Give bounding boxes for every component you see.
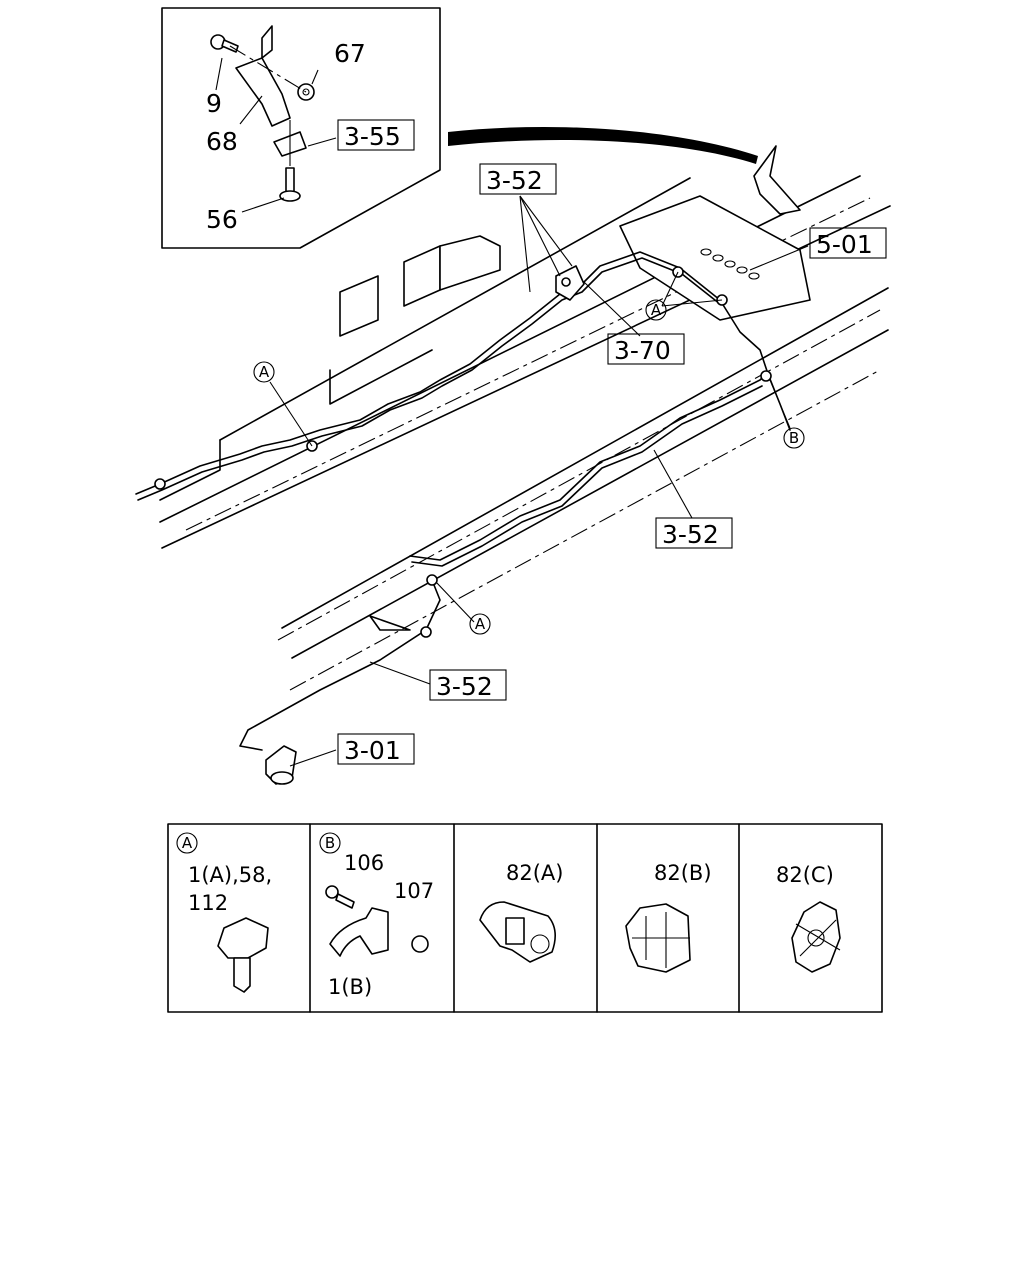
callout-56: 56 — [206, 205, 238, 234]
callout-labels: 9 67 68 3-55 56 3-52 5-01 3-70 3-52 3-52… — [206, 39, 887, 765]
circle-markers: A A A B — [253, 299, 805, 635]
hose-icon — [265, 745, 297, 785]
clip-1a-icon — [217, 917, 269, 993]
bracket-68-icon — [235, 25, 291, 127]
callout-3-52-mid: 3-52 — [662, 520, 719, 549]
svg-text:A: A — [651, 301, 662, 319]
svg-text:A: A — [182, 834, 193, 852]
legend-a-line2: 112 — [188, 891, 228, 915]
crossmember-holes — [700, 248, 760, 280]
clip-82a-icon — [479, 901, 556, 963]
valve-icon — [555, 265, 585, 301]
legend-82c: 82(C) — [776, 863, 834, 887]
clamp-1b-icon — [325, 885, 429, 957]
callout-3-55: 3-55 — [344, 122, 401, 151]
inset-detail — [161, 7, 441, 249]
legend-panel-b: B 106 107 1(B) — [319, 832, 434, 999]
brake-pipes — [135, 251, 791, 785]
legend-b-106: 106 — [344, 851, 384, 875]
legend-panel-82a: 82(A) — [479, 861, 563, 963]
svg-text:A: A — [259, 363, 270, 381]
legend-panel-82b: 82(B) — [625, 861, 712, 973]
legend-table: A 1(A),58, 112 B 106 107 1(B) 82(A) — [167, 823, 883, 1013]
legend-panel-82c: 82(C) — [776, 863, 841, 973]
callout-5-01: 5-01 — [816, 230, 873, 259]
chassis-frame — [159, 145, 891, 691]
callout-3-52-top: 3-52 — [486, 166, 543, 195]
legend-b-1b: 1(B) — [328, 975, 372, 999]
nut-67-icon — [297, 83, 315, 101]
marker-a-right: A — [645, 299, 667, 321]
legend-panel-a: A 1(A),58, 112 — [176, 832, 272, 993]
leader-lines — [269, 195, 809, 767]
svg-text:A: A — [475, 615, 486, 633]
marker-a-left: A — [253, 361, 275, 383]
clip-82b-icon — [625, 903, 691, 973]
legend-b-107: 107 — [394, 879, 434, 903]
callout-3-52-low: 3-52 — [436, 672, 493, 701]
callout-3-01: 3-01 — [344, 736, 401, 765]
callout-68: 68 — [206, 127, 238, 156]
svg-text:B: B — [325, 834, 335, 852]
svg-text:B: B — [789, 429, 799, 447]
detail-pointer-arrow — [448, 126, 758, 164]
screw-56-icon — [279, 167, 301, 202]
callout-3-70: 3-70 — [614, 336, 671, 365]
bolt-9-icon — [210, 34, 239, 53]
marker-b: B — [783, 427, 805, 449]
callout-67: 67 — [334, 39, 366, 68]
marker-a-lower: A — [469, 613, 491, 635]
legend-82b: 82(B) — [654, 861, 712, 885]
legend-82a: 82(A) — [506, 861, 563, 885]
callout-9: 9 — [206, 89, 222, 118]
clip-82c-icon — [791, 901, 841, 973]
legend-a-line1: 1(A),58, — [188, 863, 272, 887]
